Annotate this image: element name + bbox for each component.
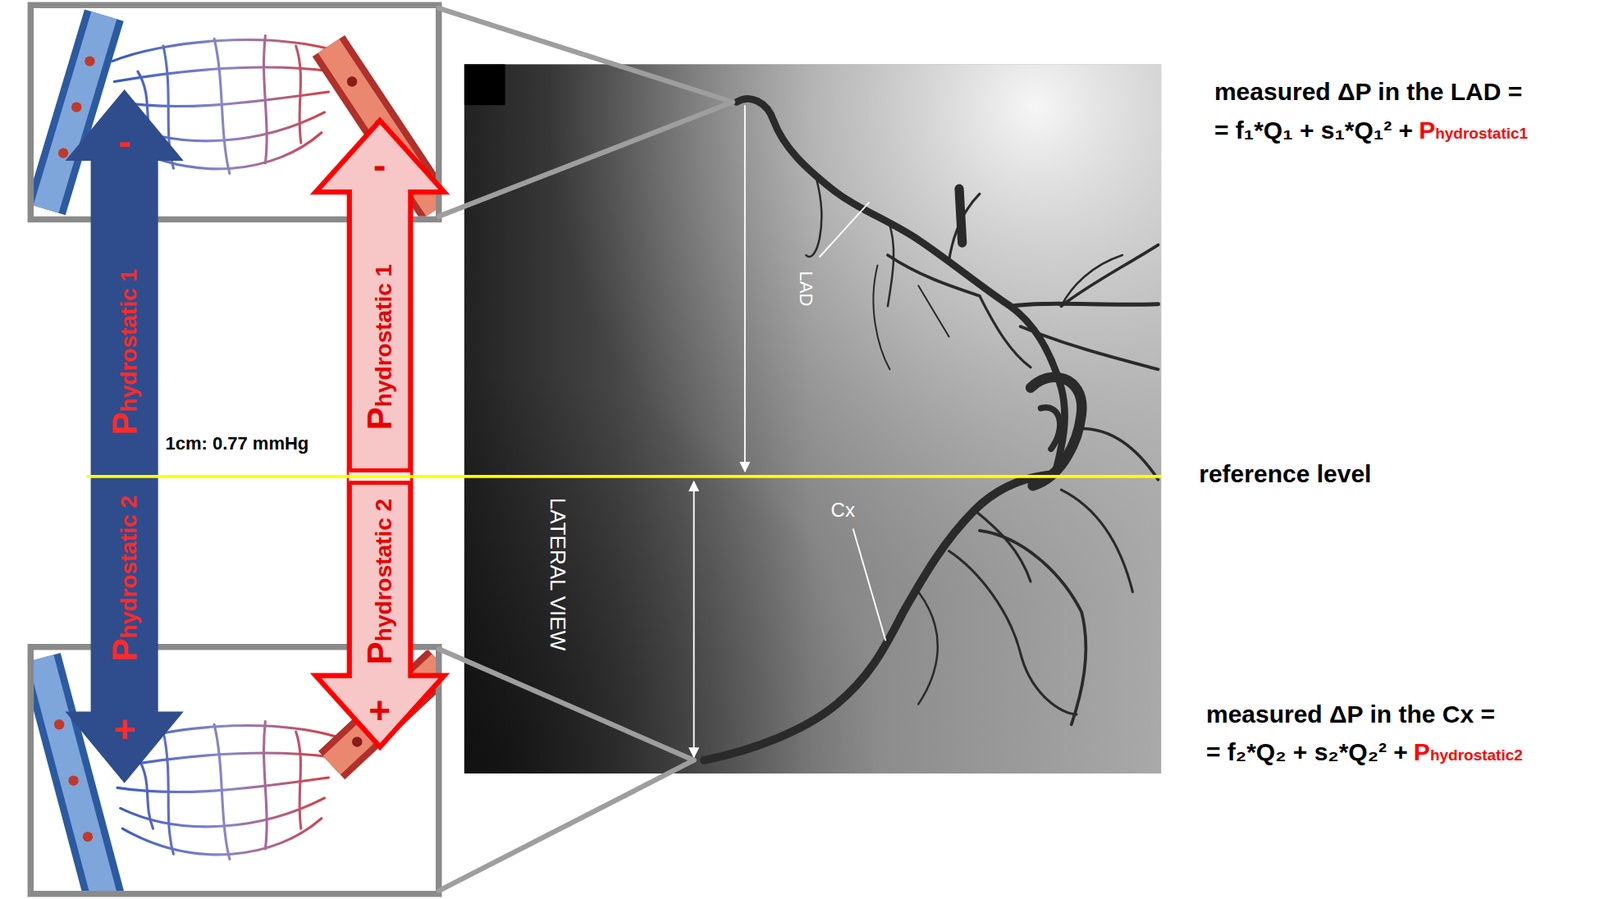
angiogram [918,592,938,705]
angiogram [464,64,1162,774]
reference-label: reference level [1198,461,1372,487]
inset-vessels [58,147,69,158]
scale-note: 1cm: 0.77 mmHg [164,434,309,453]
measure-arrow [693,481,695,758]
leader-line [853,528,887,641]
angiogram [1060,245,1158,307]
angiogram [1081,428,1158,480]
sign-symbol: + [113,710,136,749]
measure-arrow [694,105,746,758]
angiogram [704,474,1052,760]
angiogram [464,64,506,106]
inset-vessels [82,832,93,842]
vessel-label: LAD [796,271,815,307]
leader-line [819,201,887,641]
sign-symbol: + [368,691,391,730]
angiogram [464,64,1162,774]
equation-heading: measured ΔP in the Cx = [1206,702,1495,727]
inset-vessels [68,775,78,786]
vessel-label: Cx [831,500,855,521]
angiogram [959,188,963,243]
angiogram [1030,377,1082,486]
reference-line [348,470,411,484]
reference-line [86,475,1162,479]
pressure-label: Phydrostatic 2 [107,495,142,662]
angiogram [736,99,1066,471]
zoom-line [438,8,733,102]
inset-vessels [347,76,357,87]
inset-vessels [71,101,82,112]
pressure-label: Phydrostatic 1 [362,264,398,430]
angiogram [979,530,1087,725]
leader-line [819,201,870,257]
angiogram [887,219,894,307]
angiogram [464,64,1162,774]
reference-line [348,480,411,485]
angiogram [1010,303,1158,307]
equation-term: Phydrostatic2 [1413,740,1523,765]
angiogram [1040,407,1060,450]
angiogram [464,64,1162,774]
sign-symbol: - [373,146,386,184]
pressure-label: Phydrostatic 1 [107,269,142,435]
angiogram [1020,326,1159,370]
angiogram [887,255,980,297]
view-label: LATERAL VIEW [547,498,569,651]
angiogram [918,285,949,337]
sign-symbol: - [118,122,131,160]
arrow-shape [315,120,444,748]
equation-heading: measured ΔP in the LAD = [1214,79,1523,105]
equation: = f₂*Q₂ + s₂*Q₂² + [1206,740,1408,765]
angiogram [805,178,822,257]
zoom-line [438,760,695,892]
zoom-line [438,101,733,216]
pressure-label: Phydrostatic 2 [362,498,398,665]
inset-vessels [54,719,64,730]
inset-vessels [352,736,362,747]
inset-vessels [84,55,95,66]
angiogram [1060,255,1123,307]
pressure-arrow: - Phydrostatic 1 Phydrostatic 2 + [312,120,448,748]
measure-arrow [744,105,746,472]
reference-line [348,468,411,473]
equation: = f₁*Q₁ + s₁*Q₁² + [1214,118,1413,143]
angiogram [704,99,1158,761]
angiogram [1060,489,1133,592]
angiogram [979,296,1031,368]
zoom-line [438,649,695,761]
zoom-line [438,8,733,892]
angiogram [873,265,890,370]
equation-term: Phydrostatic1 [1418,118,1528,143]
